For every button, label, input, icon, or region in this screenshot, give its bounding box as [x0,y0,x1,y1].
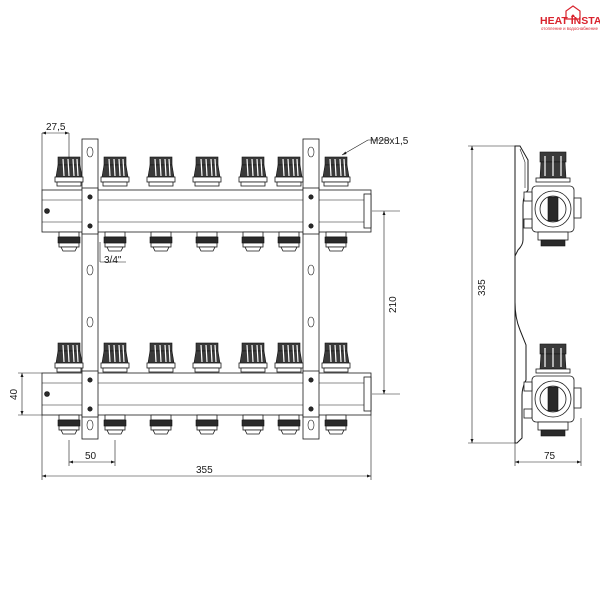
top-valve-caps [54,156,351,187]
logo-text: HEAT INSTALL [540,15,600,27]
dimension-spacing-top: 27,5 [41,122,70,190]
dimension-total-height-side: 335 [468,145,515,444]
side-bottom-valve [523,343,582,437]
side-top-valve [523,151,582,247]
top-valve-cap-1 [54,156,84,187]
top-outlets [57,231,348,252]
top-outlet-4 [195,231,219,252]
top-outlet-7 [324,231,348,252]
top-valve-cap-3 [146,156,176,187]
top-outlet-2 [103,231,127,252]
bottom-outlet-6 [277,414,301,435]
bottom-valve-cap-7 [321,342,351,373]
top-outlet-3 [149,231,173,252]
bottom-manifold-bar [41,370,372,418]
front-view: 27,5 M28x1,5 3/4" 210 [9,122,409,480]
house-logo-icon [565,5,581,20]
dimension-spacing-bottom: 50 [68,440,116,466]
top-outlet-1 [57,231,81,252]
dim-label-3-4: 3/4" [104,255,122,266]
dim-label-335: 335 [477,279,488,296]
bottom-outlet-5 [241,414,265,435]
logo-tagline: отопление и водоснабжение [541,26,599,31]
bottom-valve-cap-3 [146,342,176,373]
dim-label-40: 40 [9,388,20,400]
top-outlet-5 [241,231,265,252]
bottom-outlets [57,414,348,435]
bottom-valve-cap-1 [54,342,84,373]
bottom-outlet-2 [103,414,127,435]
top-valve-cap-7 [321,156,351,187]
dimension-body-height: 40 [9,372,42,416]
bottom-valve-cap-4 [192,342,222,373]
bottom-outlet-1 [57,414,81,435]
dim-label-210: 210 [388,296,399,313]
top-valve-cap-2 [100,156,130,187]
brand-logo: HEAT INSTALL отопление и водоснабжение [540,5,600,31]
dim-label-27-5: 27,5 [46,122,66,133]
top-valve-cap-5 [238,156,268,187]
bottom-outlet-7 [324,414,348,435]
top-valve-cap-4 [192,156,222,187]
dim-label-thread: M28x1,5 [370,136,409,147]
dim-label-75: 75 [544,451,556,462]
top-outlet-6 [277,231,301,252]
dimension-total-width: 355 [41,415,372,480]
dim-label-355: 355 [196,465,213,476]
top-valve-cap-6 [274,156,304,187]
dim-label-50: 50 [85,451,97,462]
dimension-height-axis: 210 [372,210,400,395]
bottom-valve-cap-5 [238,342,268,373]
bottom-outlet-4 [195,414,219,435]
bottom-outlet-3 [149,414,173,435]
dimension-depth-side: 75 [514,418,582,466]
bottom-valve-caps [54,342,351,373]
side-view: 335 75 [468,145,582,466]
thread-note: M28x1,5 [341,136,409,156]
dimension-connection: 3/4" [99,242,126,266]
bottom-valve-cap-2 [100,342,130,373]
top-manifold-bar [41,187,372,235]
bottom-valve-cap-6 [274,342,304,373]
